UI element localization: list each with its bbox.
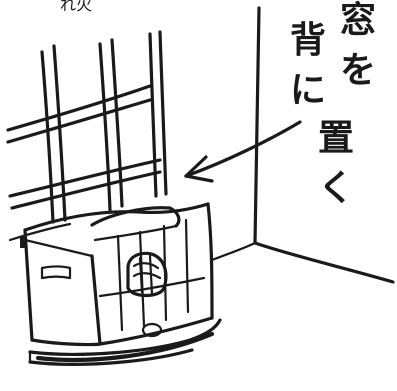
- arrow: [184, 120, 302, 183]
- caption-char-5: 置: [318, 118, 354, 159]
- corner-cropped-text: れ火: [60, 0, 92, 14]
- heater: [20, 202, 222, 366]
- caption-char-1: 窓: [340, 0, 376, 41]
- side-knob: [20, 236, 26, 248]
- room-corner: [210, 6, 395, 284]
- front-dial: [141, 322, 163, 338]
- caption-char-3: 背: [290, 20, 326, 61]
- window-frame: [6, 30, 168, 242]
- caption: 窓 を 背 に 置 く: [290, 0, 376, 209]
- caption-char-4: に: [290, 70, 326, 111]
- caption-char-2: を: [340, 50, 376, 91]
- caption-char-6: く: [318, 168, 354, 209]
